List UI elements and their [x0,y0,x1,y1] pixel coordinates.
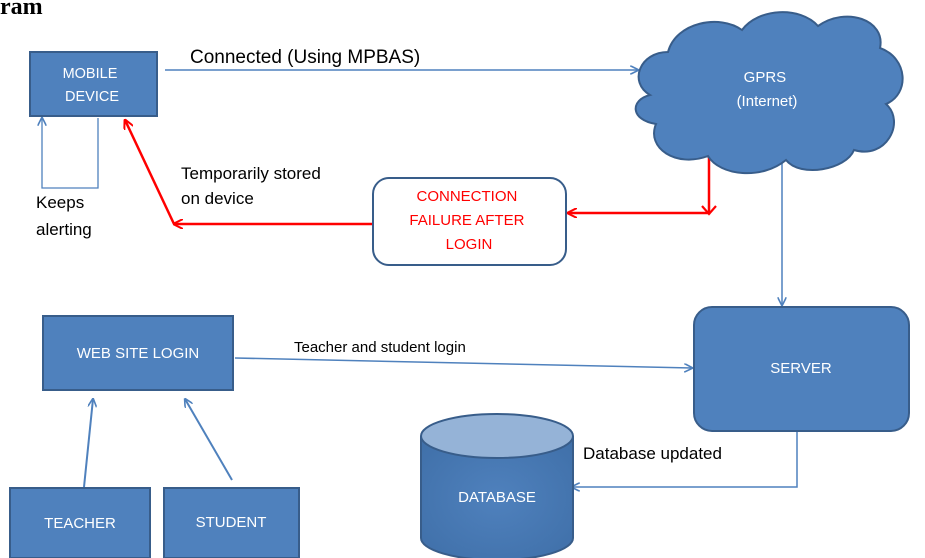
node-mobile-device: MOBILE DEVICE [29,51,158,117]
edge-gprs-to-failure [568,157,717,214]
edge-label-teacher-student-login: Teacher and student login [294,339,466,356]
edge-failure-to-device [125,120,372,224]
svg-text:SERVER: SERVER [770,360,832,377]
page-title: ram [0,0,43,20]
node-gprs-cloud: GPRS (Internet) [634,11,904,174]
node-teacher: TEACHER [9,487,151,558]
edge-label-connected: Connected (Using MPBAS) [190,47,420,68]
edge-website-to-server [234,357,692,368]
edge-label-keeps-alerting: Keeps alerting [36,193,92,239]
edge-label-temporarily-stored: Temporarily stored on device [181,164,326,208]
edge-server-to-database [572,432,798,487]
node-web-site-login: WEB SITE LOGIN [42,315,234,391]
edge-label-database-updated: Database updated [583,444,722,463]
svg-text:STUDENT: STUDENT [196,514,267,531]
node-database: DATABASE [420,413,574,558]
node-student: STUDENT [163,487,300,558]
svg-text:DATABASE: DATABASE [458,489,536,506]
edge-teacher-to-website [83,399,93,488]
node-server: SERVER [693,306,910,432]
svg-text:CONNECTION FAILURE AFTER: CONNECTION FAILURE AFTER LOGIN [409,188,528,253]
svg-text:GPRS (Internet): GPRS (Internet) [737,69,798,110]
edge-student-to-website [185,399,233,481]
node-connection-failure: CONNECTION FAILURE AFTER LOGIN [372,177,567,266]
svg-text:TEACHER: TEACHER [44,515,116,532]
svg-text:WEB SITE LOGIN: WEB SITE LOGIN [77,345,200,362]
svg-text:MOBILE DEVICE: MOBILE DEVICE [63,66,122,105]
edge-keeps-alerting-loop [42,118,99,189]
